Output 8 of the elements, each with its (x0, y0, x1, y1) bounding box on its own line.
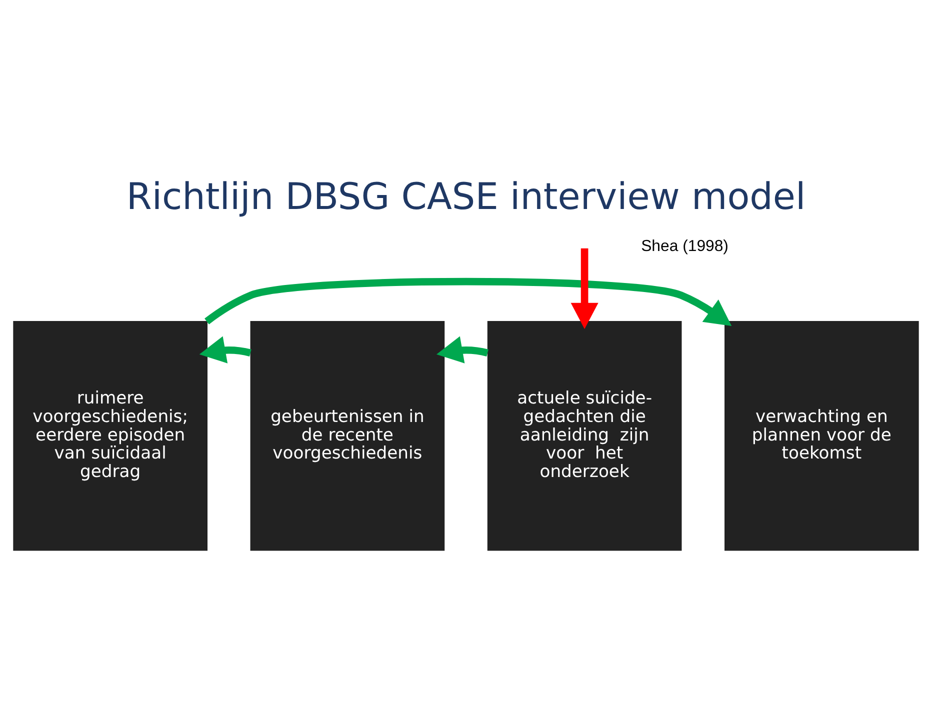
label: Shea (1998) (641, 238, 728, 255)
arrow (204, 277, 732, 326)
node-box: verwachting en plannen voor de toekomst (724, 320, 919, 550)
diagram-title: Richtlijn DBSG CASE interview model (126, 174, 806, 218)
arrow (570, 248, 598, 329)
node-box: gebeurtenissen in de recente voorgeschiedenis (250, 320, 445, 550)
node-box: actuele suïcide-gedachten die aanleiding zijn voor het onderzoek (487, 320, 682, 550)
node-box: ruimere voorgeschiedenis; eerdere episoden van suïcidaal gedrag (13, 320, 208, 550)
